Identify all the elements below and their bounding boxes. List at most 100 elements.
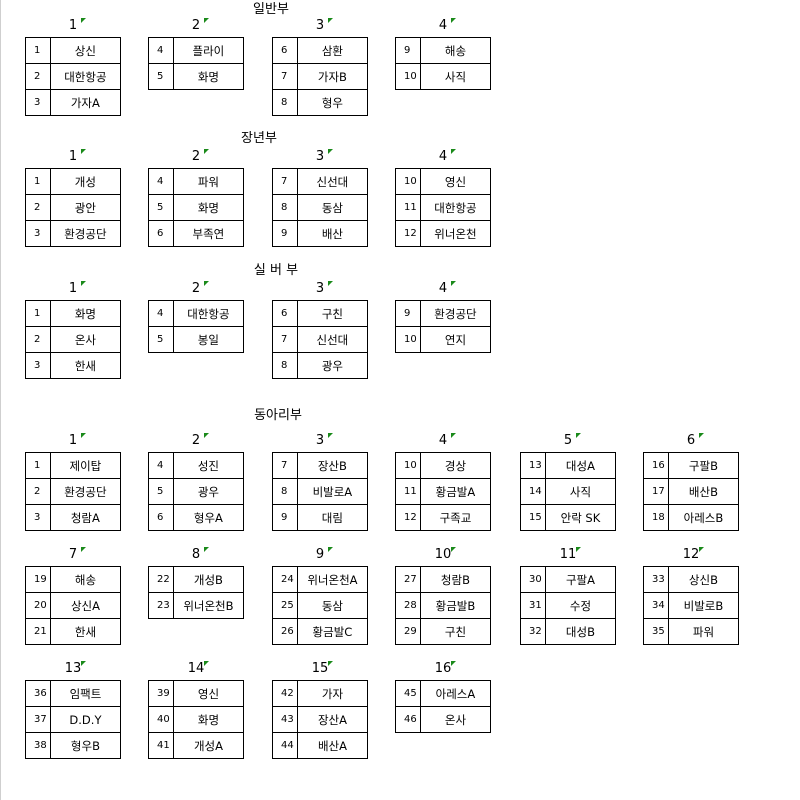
team-index-cell[interactable]: 7: [272, 168, 298, 195]
team-name-cell[interactable]: 온사: [419, 706, 492, 733]
team-name-cell[interactable]: 연지: [419, 326, 492, 353]
team-index-cell[interactable]: 41: [148, 732, 174, 759]
team-name-cell[interactable]: 파워: [172, 168, 245, 195]
team-index-cell[interactable]: 12: [395, 504, 421, 531]
team-name-cell[interactable]: 파워: [667, 618, 740, 645]
team-name-cell[interactable]: 경상: [419, 452, 492, 479]
team-name-cell[interactable]: 온사: [49, 326, 122, 353]
team-index-cell[interactable]: 4: [148, 300, 174, 327]
team-name-cell[interactable]: 수정: [544, 592, 617, 619]
team-index-cell[interactable]: 12: [395, 220, 421, 247]
team-index-cell[interactable]: 8: [272, 194, 298, 221]
team-name-cell[interactable]: 화명: [172, 194, 245, 221]
team-name-cell[interactable]: 개성: [49, 168, 122, 195]
team-index-cell[interactable]: 1: [25, 300, 51, 327]
team-name-cell[interactable]: 대림: [296, 504, 369, 531]
team-index-cell[interactable]: 3: [25, 504, 51, 531]
team-index-cell[interactable]: 30: [520, 566, 546, 593]
team-name-cell[interactable]: 신선대: [296, 168, 369, 195]
team-index-cell[interactable]: 42: [272, 680, 298, 707]
team-index-cell[interactable]: 21: [25, 618, 51, 645]
team-name-cell[interactable]: 형우A: [172, 504, 245, 531]
team-name-cell[interactable]: 배산B: [667, 478, 740, 505]
team-name-cell[interactable]: 광안: [49, 194, 122, 221]
team-index-cell[interactable]: 25: [272, 592, 298, 619]
team-index-cell[interactable]: 2: [25, 194, 51, 221]
team-index-cell[interactable]: 3: [25, 220, 51, 247]
team-name-cell[interactable]: 대한항공: [49, 63, 122, 90]
team-index-cell[interactable]: 33: [643, 566, 669, 593]
team-name-cell[interactable]: 환경공단: [49, 220, 122, 247]
team-index-cell[interactable]: 46: [395, 706, 421, 733]
team-name-cell[interactable]: 아레스A: [419, 680, 492, 707]
team-name-cell[interactable]: 한새: [49, 352, 122, 379]
team-name-cell[interactable]: 황금발C: [296, 618, 369, 645]
team-index-cell[interactable]: 7: [272, 326, 298, 353]
team-index-cell[interactable]: 36: [25, 680, 51, 707]
team-index-cell[interactable]: 4: [148, 168, 174, 195]
team-index-cell[interactable]: 45: [395, 680, 421, 707]
team-name-cell[interactable]: 삼환: [296, 37, 369, 64]
team-index-cell[interactable]: 2: [25, 326, 51, 353]
team-index-cell[interactable]: 29: [395, 618, 421, 645]
team-index-cell[interactable]: 1: [25, 37, 51, 64]
team-name-cell[interactable]: 화명: [172, 706, 245, 733]
team-name-cell[interactable]: 사직: [419, 63, 492, 90]
team-index-cell[interactable]: 3: [25, 352, 51, 379]
team-index-cell[interactable]: 43: [272, 706, 298, 733]
team-index-cell[interactable]: 13: [520, 452, 546, 479]
team-name-cell[interactable]: 위너온천A: [296, 566, 369, 593]
team-index-cell[interactable]: 26: [272, 618, 298, 645]
team-name-cell[interactable]: 해송: [419, 37, 492, 64]
team-name-cell[interactable]: 아레스B: [667, 504, 740, 531]
team-index-cell[interactable]: 8: [272, 352, 298, 379]
team-name-cell[interactable]: 개성B: [172, 566, 245, 593]
team-index-cell[interactable]: 10: [395, 452, 421, 479]
team-index-cell[interactable]: 7: [272, 452, 298, 479]
team-name-cell[interactable]: 동삼: [296, 194, 369, 221]
team-index-cell[interactable]: 19: [25, 566, 51, 593]
team-name-cell[interactable]: 영신: [172, 680, 245, 707]
team-index-cell[interactable]: 31: [520, 592, 546, 619]
team-index-cell[interactable]: 35: [643, 618, 669, 645]
team-name-cell[interactable]: 형우: [296, 89, 369, 116]
team-index-cell[interactable]: 15: [520, 504, 546, 531]
team-index-cell[interactable]: 4: [148, 37, 174, 64]
team-name-cell[interactable]: 장산A: [296, 706, 369, 733]
team-index-cell[interactable]: 5: [148, 63, 174, 90]
team-name-cell[interactable]: 광우: [296, 352, 369, 379]
team-name-cell[interactable]: 봉일: [172, 326, 245, 353]
team-index-cell[interactable]: 5: [148, 194, 174, 221]
team-index-cell[interactable]: 14: [520, 478, 546, 505]
team-name-cell[interactable]: 구친: [419, 618, 492, 645]
team-name-cell[interactable]: 황금발B: [419, 592, 492, 619]
team-index-cell[interactable]: 6: [148, 504, 174, 531]
team-name-cell[interactable]: 플라이: [172, 37, 245, 64]
team-index-cell[interactable]: 9: [395, 37, 421, 64]
team-name-cell[interactable]: 배산A: [296, 732, 369, 759]
team-index-cell[interactable]: 34: [643, 592, 669, 619]
team-name-cell[interactable]: 황금발A: [419, 478, 492, 505]
team-index-cell[interactable]: 10: [395, 326, 421, 353]
team-index-cell[interactable]: 9: [272, 504, 298, 531]
team-name-cell[interactable]: 광우: [172, 478, 245, 505]
team-index-cell[interactable]: 37: [25, 706, 51, 733]
team-name-cell[interactable]: 위너온천: [419, 220, 492, 247]
team-index-cell[interactable]: 18: [643, 504, 669, 531]
team-index-cell[interactable]: 20: [25, 592, 51, 619]
team-name-cell[interactable]: 성진: [172, 452, 245, 479]
team-index-cell[interactable]: 8: [272, 478, 298, 505]
team-name-cell[interactable]: 임팩트: [49, 680, 122, 707]
team-name-cell[interactable]: D.D.Y: [49, 706, 122, 733]
team-name-cell[interactable]: 환경공단: [419, 300, 492, 327]
team-index-cell[interactable]: 17: [643, 478, 669, 505]
team-index-cell[interactable]: 32: [520, 618, 546, 645]
team-index-cell[interactable]: 2: [25, 63, 51, 90]
team-index-cell[interactable]: 24: [272, 566, 298, 593]
team-index-cell[interactable]: 9: [272, 220, 298, 247]
team-index-cell[interactable]: 44: [272, 732, 298, 759]
team-name-cell[interactable]: 제이탑: [49, 452, 122, 479]
team-index-cell[interactable]: 3: [25, 89, 51, 116]
team-index-cell[interactable]: 23: [148, 592, 174, 619]
team-name-cell[interactable]: 상신B: [667, 566, 740, 593]
